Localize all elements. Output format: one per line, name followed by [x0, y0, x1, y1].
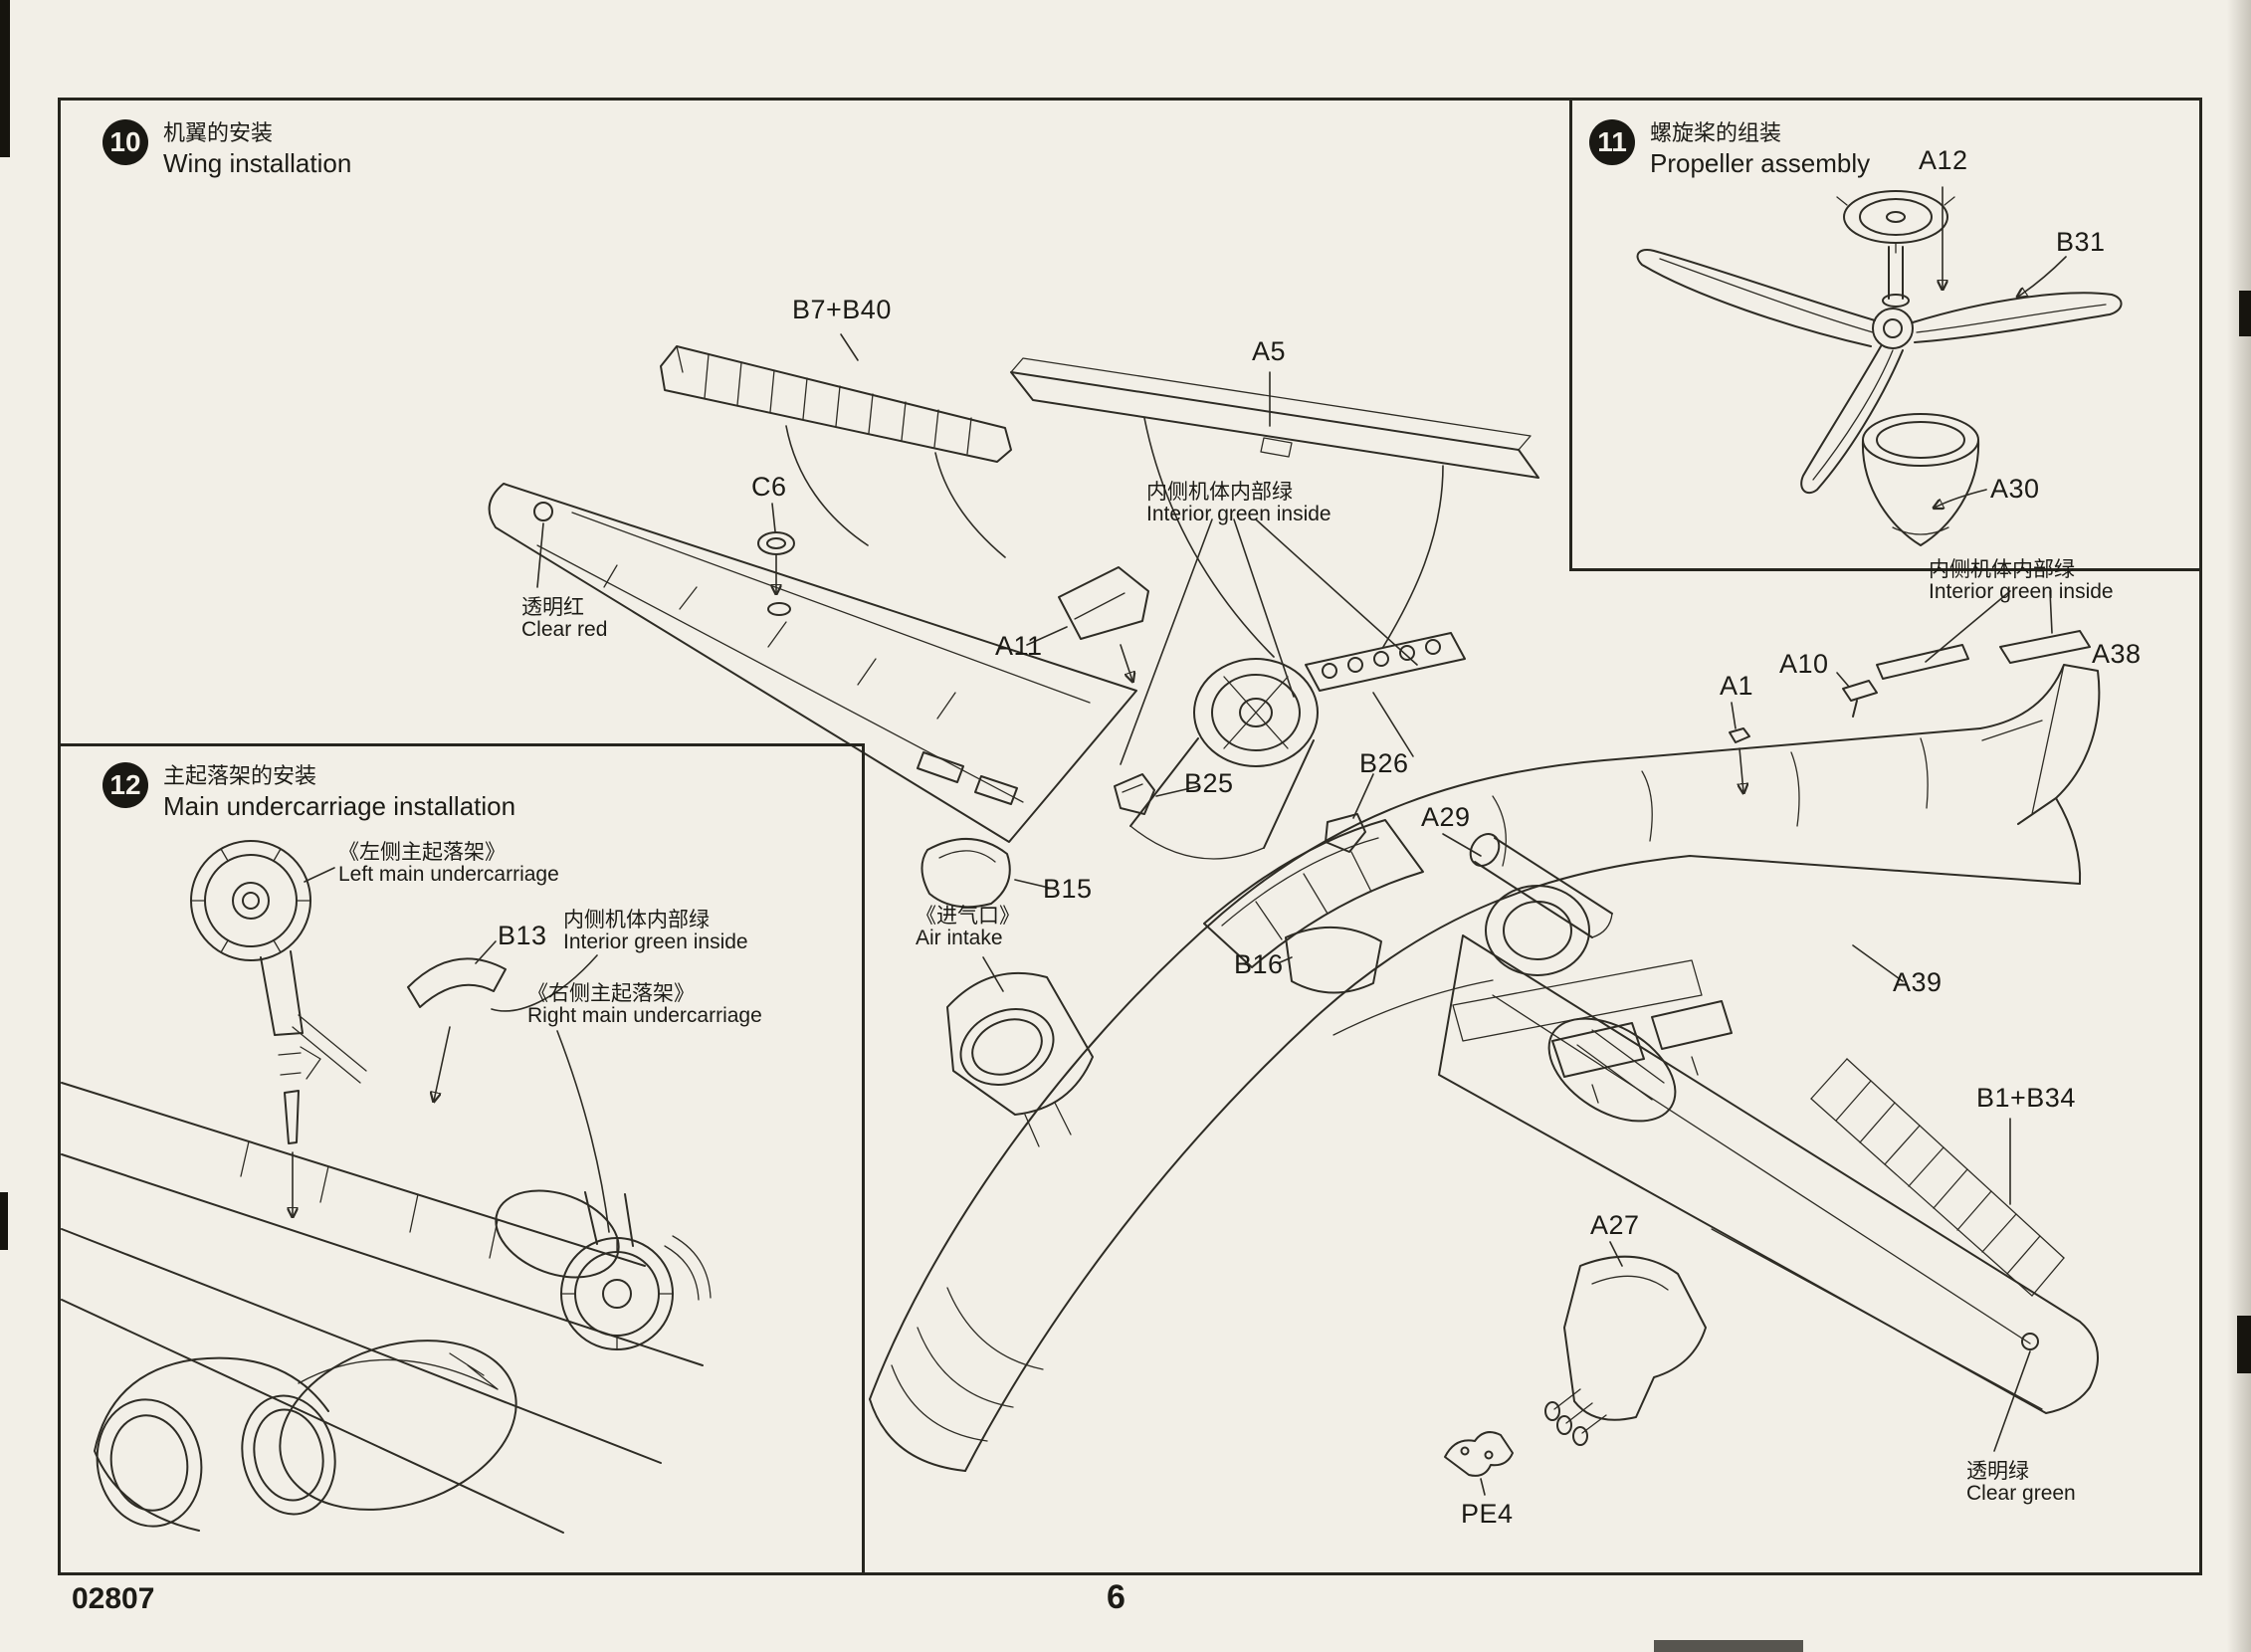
annotation-air-intake-cn: 《进气口》 — [916, 905, 1020, 928]
part-label-a12: A12 — [1919, 145, 1968, 175]
undercarriage-drawing — [61, 840, 712, 1534]
part-label-a29: A29 — [1421, 802, 1471, 832]
part-label-pe4: PE4 — [1461, 1499, 1514, 1529]
annotation-interior-green-mid-cn: 内侧机体内部绿 — [1146, 481, 1293, 504]
part-label-a39: A39 — [1893, 967, 1943, 997]
part-label-b16: B16 — [1234, 949, 1284, 979]
part-label-a38: A38 — [2092, 639, 2142, 669]
step11-number-badge: 11 — [1589, 119, 1635, 165]
annotation-left-gear-cn: 《左侧主起落架》 — [338, 841, 506, 864]
part-a5-drawing — [1010, 357, 1539, 658]
step10-title-cn: 机翼的安装 — [163, 120, 274, 145]
step12-number-badge: 12 — [102, 762, 148, 808]
part-label-b13: B13 — [498, 921, 547, 950]
step11-header: 11 螺旋桨的组装 Propeller assembly — [1589, 119, 1870, 180]
part-label-b31: B31 — [2056, 227, 2106, 257]
annotation-interior-green-gear-cn: 内侧机体内部绿 — [563, 909, 710, 931]
annotation-right-gear-en: Right main undercarriage — [527, 1004, 762, 1027]
part-c6-drawing — [757, 503, 795, 616]
part-b7-b40-drawing — [660, 333, 1012, 558]
step11-title-cn: 螺旋桨的组装 — [1650, 120, 1782, 145]
scan-artifact-left — [0, 1192, 8, 1250]
right-wing-drawing — [1438, 934, 2099, 1452]
part-label-a27: A27 — [1590, 1210, 1640, 1240]
step12-header: 12 主起落架的安装 Main undercarriage installati… — [102, 762, 515, 823]
annotation-clear-red-cn: 透明红 — [521, 596, 584, 619]
scan-artifact-right-lower — [2237, 1316, 2251, 1373]
step12-titles: 主起落架的安装 Main undercarriage installation — [163, 762, 515, 823]
step11-title-en: Propeller assembly — [1650, 147, 1871, 178]
annotation-left-gear-en: Left main undercarriage — [338, 863, 559, 886]
annotation-interior-green-right-cn: 内侧机体内部绿 — [1929, 558, 2075, 581]
part-label-b25: B25 — [1184, 768, 1234, 798]
part-label-b26: B26 — [1359, 748, 1409, 778]
part-label-a10: A10 — [1779, 649, 1829, 679]
part-label-a1: A1 — [1720, 671, 1754, 701]
annotation-clear-green-en: Clear green — [1966, 1482, 2076, 1505]
part-label-a5: A5 — [1252, 336, 1287, 366]
part-label-b1-b34: B1+B34 — [1976, 1083, 2076, 1113]
exhaust-a27-drawing — [1544, 1241, 1707, 1446]
step10-header: 10 机翼的安装 Wing installation — [102, 119, 351, 180]
step10-number-badge: 10 — [102, 119, 148, 165]
page-number: 6 — [1107, 1578, 1126, 1616]
part-label-b7-b40: B7+B40 — [792, 295, 892, 324]
page-edge-shadow — [2227, 0, 2251, 1652]
part-label-c6: C6 — [751, 472, 787, 502]
part-label-a30: A30 — [1990, 474, 2040, 504]
step12-title-en: Main undercarriage installation — [163, 790, 516, 821]
annotation-clear-green-cn: 透明绿 — [1966, 1460, 2029, 1483]
propeller-drawing — [1636, 186, 2123, 546]
engine-nacelle-drawing — [1129, 658, 1590, 976]
step12-title-cn: 主起落架的安装 — [163, 763, 317, 788]
annotation-air-intake-en: Air intake — [916, 927, 1003, 949]
fuselage-drawing — [869, 632, 2101, 1472]
step10-title-en: Wing installation — [163, 147, 352, 178]
step10-titles: 机翼的安装 Wing installation — [163, 119, 351, 180]
tail-parts-drawing — [1729, 590, 2091, 982]
scan-artifact-top-left — [0, 0, 10, 157]
part-label-a11: A11 — [995, 631, 1043, 661]
scan-artifact-right-upper — [2239, 291, 2251, 336]
annotation-interior-green-mid-en: Interior green inside — [1146, 503, 1331, 525]
annotation-right-gear-cn: 《右侧主起落架》 — [527, 982, 695, 1005]
left-wing-drawing — [488, 483, 1137, 843]
pe4-drawing — [1444, 1431, 1514, 1496]
air-intake-drawing — [946, 956, 1094, 1147]
annotation-clear-red-en: Clear red — [521, 618, 608, 641]
small-parts-drawing — [917, 518, 1733, 1104]
part-label-b15: B15 — [1043, 874, 1093, 904]
kit-number: 02807 — [72, 1582, 155, 1615]
step11-titles: 螺旋桨的组装 Propeller assembly — [1650, 119, 1870, 180]
scan-artifact-bottom — [1654, 1640, 1803, 1652]
annotation-interior-green-right-en: Interior green inside — [1929, 580, 2114, 603]
annotation-interior-green-gear-en: Interior green inside — [563, 930, 748, 953]
